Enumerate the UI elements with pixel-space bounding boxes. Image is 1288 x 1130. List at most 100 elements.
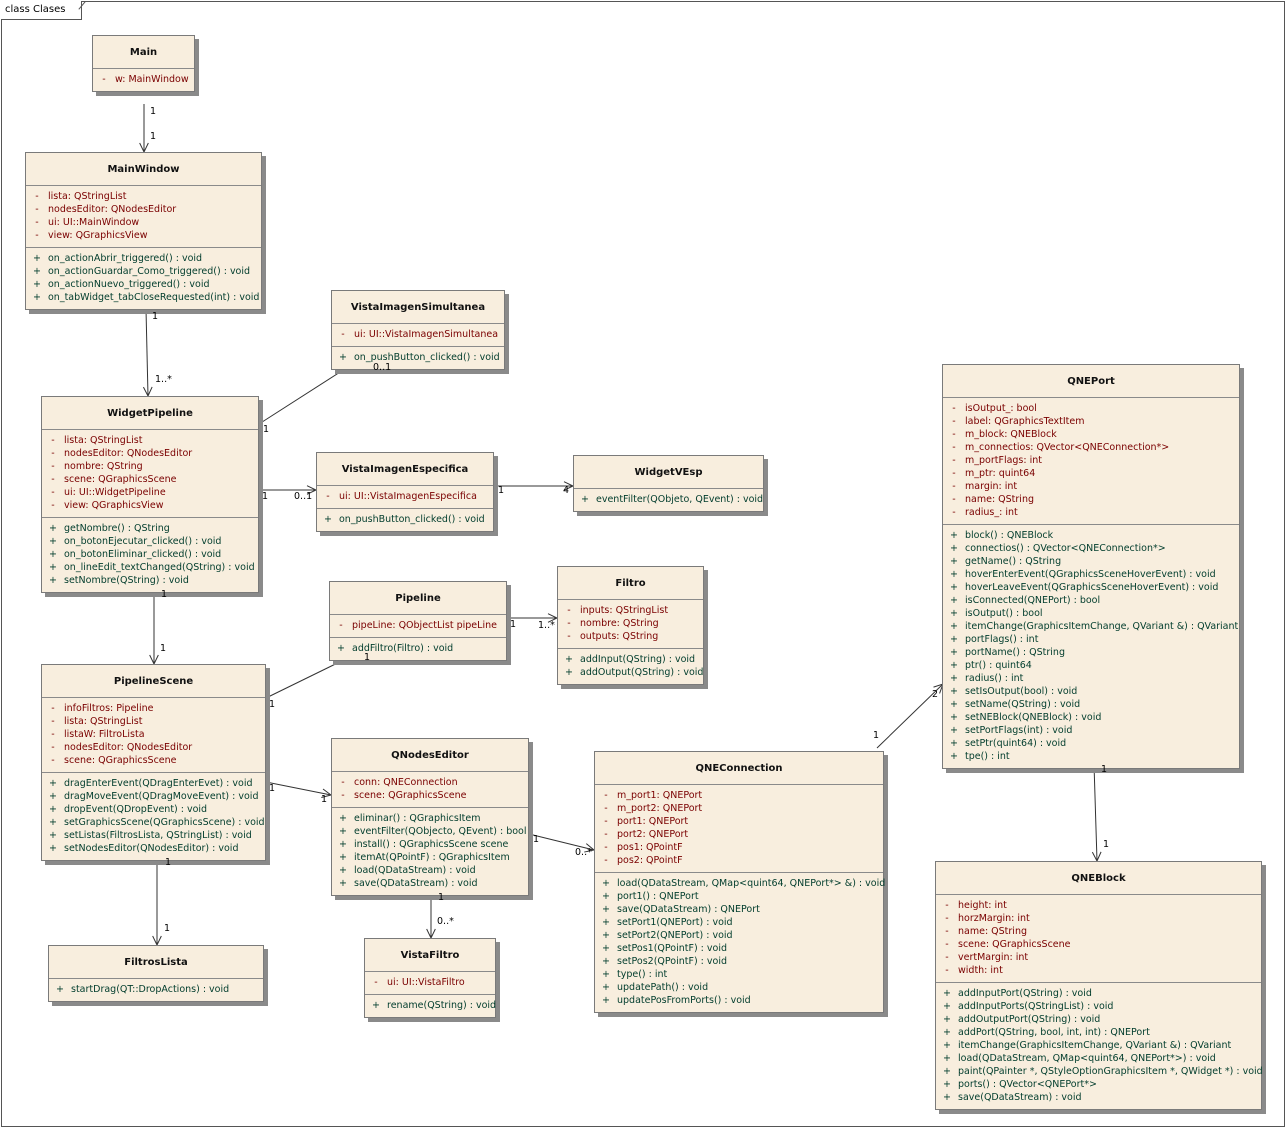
class-vistaimagensimultanea[interactable]: VistaImagenSimultanea-ui: UI::VistaImage… [331, 290, 505, 370]
operation-row[interactable]: +addPort(QString, bool, int, int) : QNEP… [936, 1026, 1261, 1039]
attribute-row[interactable]: -ui: UI::VistaImagenSimultanea [332, 328, 504, 341]
operation-row[interactable]: +tpe() : int [943, 750, 1239, 763]
operation-row[interactable]: +save(QDataStream) : void [332, 877, 528, 890]
operation-row[interactable]: +itemChange(GraphicsItemChange, QVariant… [936, 1039, 1261, 1052]
class-qneport[interactable]: QNEPort-isOutput_: bool-label: QGraphics… [942, 364, 1240, 769]
attribute-row[interactable]: -ui: UI::MainWindow [26, 216, 261, 229]
operation-row[interactable]: +addInputPort(QString) : void [936, 987, 1261, 1000]
attribute-row[interactable]: -outputs: QString [558, 630, 703, 643]
operation-row[interactable]: +radius() : int [943, 672, 1239, 685]
operation-row[interactable]: +isOutput() : bool [943, 607, 1239, 620]
operation-row[interactable]: +setPtr(quint64) : void [943, 737, 1239, 750]
operation-row[interactable]: +setNombre(QString) : void [42, 574, 258, 587]
operation-row[interactable]: +install() : QGraphicsScene scene [332, 838, 528, 851]
operation-row[interactable]: +getNombre() : QString [42, 522, 258, 535]
class-mainwindow[interactable]: MainWindow-lista: QStringList-nodesEdito… [25, 152, 262, 310]
operation-row[interactable]: +dropEvent(QDropEvent) : void [42, 803, 265, 816]
attribute-row[interactable]: -w: MainWindow [93, 73, 194, 86]
attribute-row[interactable]: -horzMargin: int [936, 912, 1261, 925]
operation-row[interactable]: +on_pushButton_clicked() : void [317, 513, 493, 526]
operation-row[interactable]: +addOutput(QString) : void [558, 666, 703, 679]
attribute-row[interactable]: -radius_: int [943, 506, 1239, 519]
operation-row[interactable]: +paint(QPainter *, QStyleOptionGraphicsI… [936, 1065, 1263, 1078]
operation-row[interactable]: +setPos1(QPointF) : void [595, 942, 883, 955]
attribute-row[interactable]: -port1: QNEPort [595, 815, 883, 828]
class-qneconnection[interactable]: QNEConnection-m_port1: QNEPort-m_port2: … [594, 751, 885, 1013]
operation-row[interactable]: +setListas(FiltrosLista, QStringList) : … [42, 829, 265, 842]
operation-row[interactable]: +save(QDataStream) : QNEPort [595, 903, 883, 916]
operation-row[interactable]: +setNodesEditor(QNodesEditor) : void [42, 842, 265, 855]
attribute-row[interactable]: -ui: UI::WidgetPipeline [42, 486, 258, 499]
attribute-row[interactable]: -lista: QStringList [42, 715, 265, 728]
attribute-row[interactable]: -label: QGraphicsTextItem [943, 415, 1239, 428]
attribute-row[interactable]: -width: int [936, 964, 1261, 977]
attribute-row[interactable]: -isOutput_: bool [943, 402, 1239, 415]
attribute-row[interactable]: -nodesEditor: QNodesEditor [26, 203, 261, 216]
attribute-row[interactable]: -pipeLine: QObjectList pipeLine [330, 619, 506, 632]
operation-row[interactable]: +itemChange(GraphicsItemChange, QVariant… [943, 620, 1239, 633]
operation-row[interactable]: +type() : int [595, 968, 883, 981]
operation-row[interactable]: +setPort2(QNEPort) : void [595, 929, 883, 942]
operation-row[interactable]: +eliminar() : QGraphicsItem [332, 812, 528, 825]
operation-row[interactable]: +rename(QString) : void [365, 999, 496, 1012]
operation-row[interactable]: +addInput(QString) : void [558, 653, 703, 666]
operation-row[interactable]: +updatePath() : void [595, 981, 883, 994]
operation-row[interactable]: +connectios() : QVector<QNEConnection*> [943, 542, 1239, 555]
attribute-row[interactable]: -name: QString [936, 925, 1261, 938]
attribute-row[interactable]: -scene: QGraphicsScene [936, 938, 1261, 951]
class-pipelinescene[interactable]: PipelineScene-infoFiltros: Pipeline-list… [41, 664, 266, 861]
class-main[interactable]: Main-w: MainWindow [92, 35, 195, 92]
attribute-row[interactable]: -lista: QStringList [42, 434, 258, 447]
attribute-row[interactable]: -vertMargin: int [936, 951, 1261, 964]
attribute-row[interactable]: -m_connectios: QVector<QNEConnection*> [943, 441, 1239, 454]
association-qneport-qneblock[interactable] [1093, 763, 1098, 862]
attribute-row[interactable]: -view: QGraphicsView [42, 499, 258, 512]
class-vistafiltro[interactable]: VistaFiltro-ui: UI::VistaFiltro+rename(Q… [364, 938, 496, 1018]
operation-row[interactable]: +on_lineEdit_textChanged(QString) : void [42, 561, 258, 574]
attribute-row[interactable]: -nodesEditor: QNodesEditor [42, 741, 265, 754]
class-filtro[interactable]: Filtro-inputs: QStringList-nombre: QStri… [557, 566, 704, 685]
attribute-row[interactable]: -scene: QGraphicsScene [332, 789, 528, 802]
operation-row[interactable]: +setName(QString) : void [943, 698, 1239, 711]
attribute-row[interactable]: -m_port1: QNEPort [595, 789, 883, 802]
operation-row[interactable]: +updatePosFromPorts() : void [595, 994, 883, 1007]
class-qneblock[interactable]: QNEBlock-height: int-horzMargin: int-nam… [935, 861, 1263, 1110]
operation-row[interactable]: +isConnected(QNEPort) : bool [943, 594, 1239, 607]
operation-row[interactable]: +on_botonEjecutar_clicked() : void [42, 535, 258, 548]
operation-row[interactable]: +dragMoveEvent(QDragMoveEvent) : void [42, 790, 265, 803]
class-qnodeseditor[interactable]: QNodesEditor-conn: QNEConnection-scene: … [331, 738, 529, 896]
attribute-row[interactable]: -conn: QNEConnection [332, 776, 528, 789]
attribute-row[interactable]: -margin: int [943, 480, 1239, 493]
operation-row[interactable]: +load(QDataStream, QMap<quint64, QNEPort… [595, 877, 885, 890]
association-mainwindow-widgetpipeline[interactable] [145, 308, 149, 397]
attribute-row[interactable]: -name: QString [943, 493, 1239, 506]
operation-row[interactable]: +eventFilter(QObjeto, QEvent) : void [574, 493, 763, 506]
class-widgetvesp[interactable]: WidgetVEsp+eventFilter(QObjeto, QEvent) … [573, 455, 764, 512]
operation-row[interactable]: +setPortFlags(int) : void [943, 724, 1239, 737]
operation-row[interactable]: +ports() : QVector<QNEPort*> [936, 1078, 1261, 1091]
operation-row[interactable]: +on_tabWidget_tabCloseRequested(int) : v… [26, 291, 261, 304]
attribute-row[interactable]: -inputs: QStringList [558, 604, 703, 617]
attribute-row[interactable]: -m_ptr: quint64 [943, 467, 1239, 480]
operation-row[interactable]: +portName() : QString [943, 646, 1239, 659]
operation-row[interactable]: +dragEnterEvent(QDragEnterEvet) : void [42, 777, 265, 790]
attribute-row[interactable]: -nombre: QString [558, 617, 703, 630]
operation-row[interactable]: +portFlags() : int [943, 633, 1239, 646]
attribute-row[interactable]: -lista: QStringList [26, 190, 261, 203]
operation-row[interactable]: +ptr() : quint64 [943, 659, 1239, 672]
attribute-row[interactable]: -ui: UI::VistaFiltro [365, 976, 495, 989]
operation-row[interactable]: +on_botonEliminar_clicked() : void [42, 548, 258, 561]
operation-row[interactable]: +addFiltro(Filtro) : void [330, 642, 506, 655]
attribute-row[interactable]: -ui: UI::VistaImagenEspecifica [317, 490, 493, 503]
operation-row[interactable]: +hoverLeaveEvent(QGraphicsSceneHoverEven… [943, 581, 1239, 594]
attribute-row[interactable]: -m_port2: QNEPort [595, 802, 883, 815]
attribute-row[interactable]: -m_portFlags: int [943, 454, 1239, 467]
operation-row[interactable]: +eventFilter(QObjecto, QEvent) : bool [332, 825, 528, 838]
attribute-row[interactable]: -m_block: QNEBlock [943, 428, 1239, 441]
operation-row[interactable]: +getName() : QString [943, 555, 1239, 568]
operation-row[interactable]: +load(QDataStream, QMap<quint64, QNEPort… [936, 1052, 1261, 1065]
operation-row[interactable]: +setPort1(QNEPort) : void [595, 916, 883, 929]
association-pipelinescene-qnodeseditor[interactable] [265, 781, 332, 796]
operation-row[interactable]: +setGraphicsScene(QGraphicsScene) : void [42, 816, 265, 829]
attribute-row[interactable]: -port2: QNEPort [595, 828, 883, 841]
